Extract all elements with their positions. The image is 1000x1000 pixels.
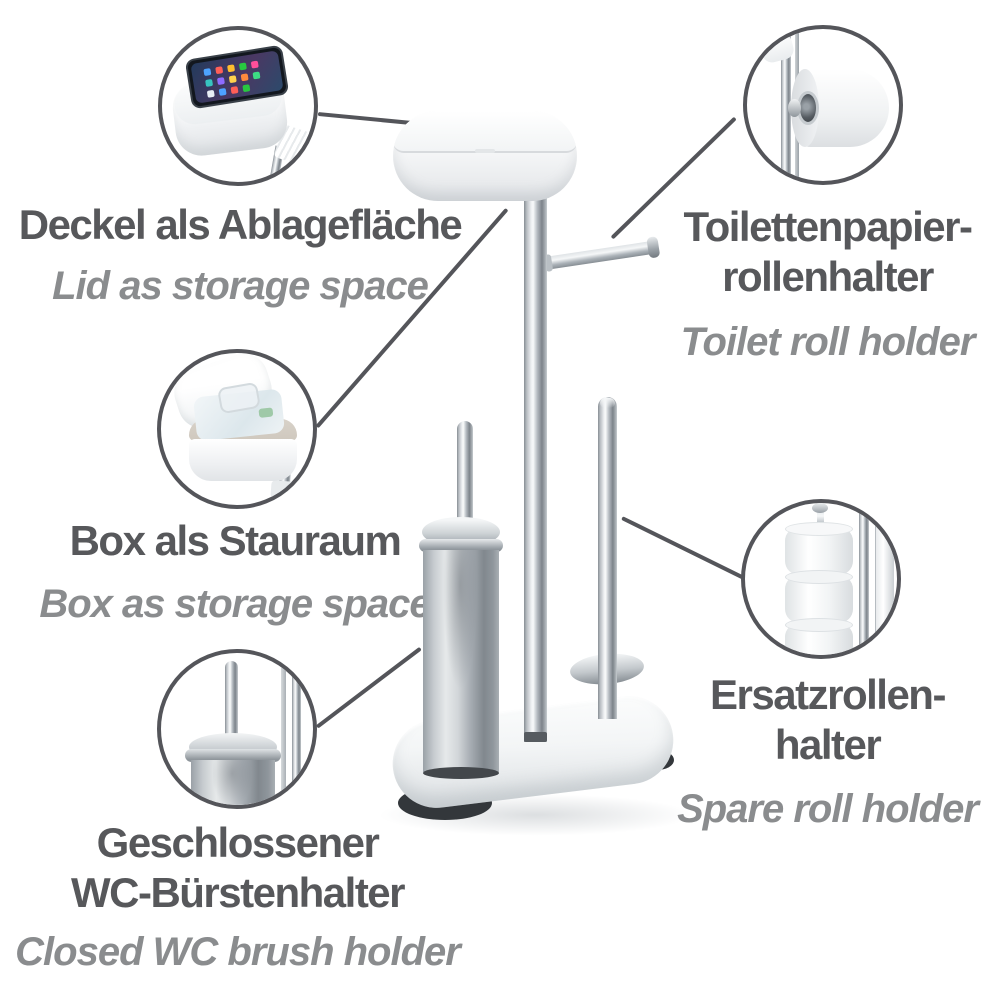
detail-photo-phone-on-lid xyxy=(162,30,314,182)
spare-roll-2 xyxy=(785,570,853,623)
label-spare-roll-de: Ersatzrollen- halter xyxy=(710,671,946,768)
callout-circle-toilet-roll xyxy=(743,25,903,185)
canister-rim xyxy=(419,539,503,552)
label-wc-brush-en: Closed WC brush holder xyxy=(15,930,461,974)
callout-circle-lid xyxy=(158,26,318,186)
label-storage-box-de: Box als Stauraum xyxy=(69,517,402,564)
label-storage-box-en: Box as storage space xyxy=(39,582,431,626)
wc-brush-canister xyxy=(419,517,503,779)
callout-circle-spare-roll xyxy=(741,499,901,659)
spare-roll-3 xyxy=(785,618,853,655)
toilet-roll-arm xyxy=(543,236,661,272)
label-spare-roll-en: Spare roll holder xyxy=(677,787,979,831)
connector-line-wc-brush xyxy=(315,646,422,729)
label-lid-de: Deckel als Ablagefläche xyxy=(18,201,463,248)
brush-handle-detail xyxy=(225,661,238,743)
label-wc-brush-de: Geschlossener WC-Bürstenhalter xyxy=(70,819,406,916)
detail-photo-open-box-wipes xyxy=(161,353,313,505)
label-lid-en: Lid as storage space xyxy=(52,264,429,308)
callout-circle-wc-brush xyxy=(157,649,317,809)
connector-line-spare-roll xyxy=(621,516,745,580)
brush-lid-rim xyxy=(185,749,281,762)
canister-bottom-ring xyxy=(423,767,499,779)
spare-roll-pole xyxy=(598,397,617,719)
spare-roll-1 xyxy=(785,522,853,575)
main-pole xyxy=(524,194,547,742)
callout-circle-storage-box xyxy=(157,349,317,509)
label-toilet-roll-de: Toilettenpapier- rollenhalter xyxy=(683,203,973,300)
canister-body xyxy=(423,550,499,772)
wc-brush-handle xyxy=(457,421,473,531)
storage-box-lid-notch xyxy=(475,149,495,153)
brush-canister-detail xyxy=(191,760,275,805)
storage-box-with-lid xyxy=(393,111,577,201)
detail-photo-brush-holder xyxy=(161,653,313,805)
storage-box-lid xyxy=(393,111,577,153)
detail-photo-toilet-roll xyxy=(747,29,899,181)
label-toilet-roll-en: Toilet roll holder xyxy=(680,320,976,364)
detail-photo-spare-rolls xyxy=(745,503,897,655)
